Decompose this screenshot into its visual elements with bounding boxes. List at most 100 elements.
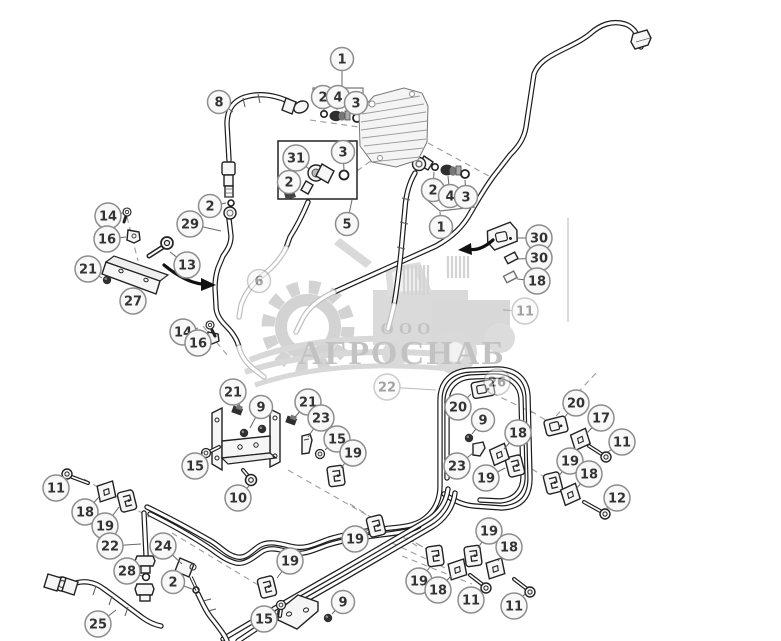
plate-18 [484,557,506,580]
svg-text:31: 31 [287,152,305,167]
svg-text:3: 3 [338,146,347,161]
watermark-company-type: ООО [381,319,436,338]
hose-8 [225,93,299,162]
pipe-top-right [332,21,643,294]
svg-text:16: 16 [189,337,207,352]
svg-text:9: 9 [478,414,487,429]
svg-text:15: 15 [328,433,346,448]
clamp-19 [462,544,484,568]
callout-11: 11 [500,592,528,620]
callout-1: 1 [428,211,454,240]
callout-11: 11 [457,586,485,614]
callout-15: 15 [250,605,278,633]
bolt-11 [480,582,492,594]
hardware [43,29,652,630]
svg-text:2: 2 [284,176,293,191]
callout-2: 2 [160,569,193,595]
callout-21: 21 [219,378,247,407]
svg-text:15: 15 [186,460,204,475]
svg-text:1: 1 [436,221,445,236]
svg-text:2: 2 [318,91,327,106]
svg-text:15: 15 [255,613,273,628]
callout-30: 30 [517,244,553,272]
clip-16 [126,229,141,244]
bolt-12 [599,508,611,520]
oring-3 [460,169,470,179]
callout-3: 3 [330,139,356,171]
svg-text:20: 20 [449,401,467,416]
callout-15: 15 [323,425,351,453]
callout-29: 29 [176,210,222,238]
callout-18: 18 [71,496,100,526]
hose-8-banjo-end [293,100,309,114]
ring-28 [141,572,151,582]
svg-text:18: 18 [500,541,518,556]
svg-text:21: 21 [224,386,242,401]
svg-text:21: 21 [79,263,97,278]
callout-11: 11 [502,297,539,325]
callout-leader [386,386,437,391]
gear-icon [261,280,355,374]
callout-leader [258,280,272,285]
clip-18 [502,270,519,284]
callout-5: 5 [334,199,360,237]
callout-23: 23 [307,404,335,438]
mounting-bracket [211,406,281,472]
tube-22 [142,511,148,557]
callout-21: 21 [74,255,103,283]
callout-12: 12 [603,484,631,512]
callout-19: 19 [339,439,367,469]
svg-text:16: 16 [98,233,116,248]
svg-text:19: 19 [281,555,299,570]
svg-text:19: 19 [410,575,428,590]
oring-3 [338,169,350,181]
svg-text:14: 14 [99,210,117,225]
callout-4: 4 [325,84,351,111]
svg-text:22: 22 [101,540,119,555]
svg-text:18: 18 [76,506,94,521]
bolt-13 [160,236,174,250]
svg-text:10: 10 [229,492,247,507]
pipe-29 [213,217,241,349]
callout-24: 24 [149,532,183,565]
bolt-14 [205,320,215,330]
callout-9: 9 [330,589,356,615]
callout-18: 18 [516,267,551,295]
bolt-15 [275,599,287,611]
callout-19: 19 [341,525,369,553]
svg-text:11: 11 [516,305,534,320]
callout-31: 31 [282,144,310,172]
nut-9 [323,613,333,623]
callout-18: 18 [575,460,603,490]
svg-text:2: 2 [205,200,214,215]
bolts [70,214,605,618]
callout-8: 8 [206,89,234,115]
callout-18: 18 [424,575,452,604]
svg-text:6: 6 [254,275,263,290]
clamp-19 [424,544,446,568]
svg-text:4: 4 [445,190,454,205]
svg-text:8: 8 [214,96,223,111]
svg-text:18: 18 [429,584,447,599]
callout-11: 11 [42,474,70,502]
svg-text:11: 11 [613,436,631,451]
pump-body [358,87,429,168]
washer-2 [319,110,328,119]
callout-17: 17 [585,404,615,435]
callout-1: 1 [329,46,355,86]
callout-27: 27 [119,287,147,315]
svg-text:18: 18 [580,468,598,483]
svg-text:19: 19 [477,472,495,487]
svg-text:19: 19 [561,455,579,470]
callout-2: 2 [276,169,302,195]
callout-14: 14 [94,202,124,230]
svg-text:19: 19 [96,520,114,535]
svg-text:18: 18 [509,427,527,442]
nut-9 [239,428,249,438]
svg-text:3: 3 [351,97,360,112]
callout-28: 28 [113,557,143,585]
clamp-19 [325,464,347,488]
svg-text:18: 18 [528,275,546,290]
callout-9: 9 [470,407,496,435]
